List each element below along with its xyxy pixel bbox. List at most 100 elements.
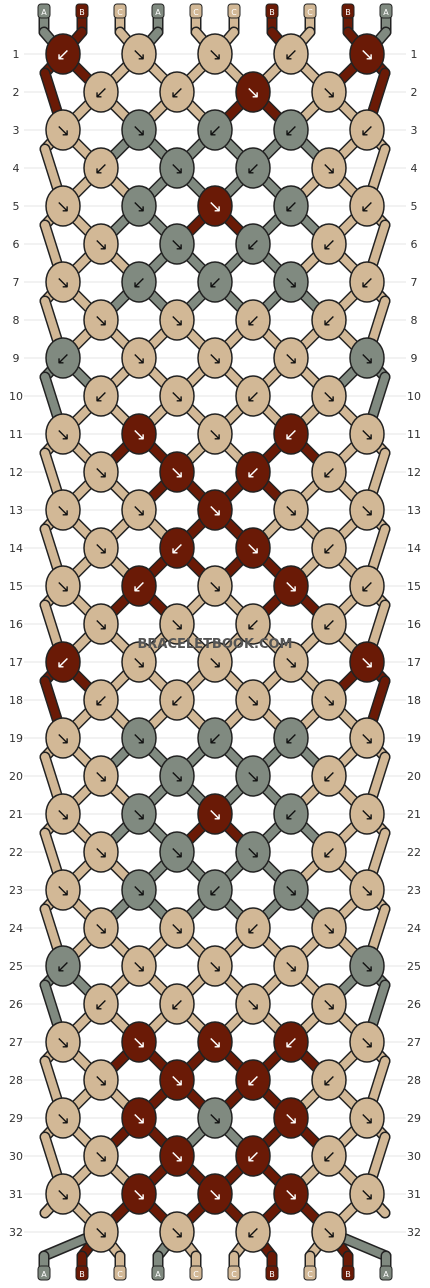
- row-number-right: 16: [407, 618, 421, 631]
- knot-direction-arrow: ↘: [246, 843, 260, 863]
- knot: [45, 565, 81, 607]
- knot-direction-arrow: ↘: [56, 501, 70, 521]
- knot: [273, 945, 309, 987]
- strand-top-label: C: [117, 8, 123, 17]
- knot: [121, 1021, 157, 1063]
- row-number-right: 6: [411, 238, 418, 251]
- knot: [45, 33, 81, 75]
- knot-direction-arrow: ↘: [132, 349, 146, 369]
- knot-direction-arrow: ↘: [56, 577, 70, 597]
- knot-layer: ↙↘↘↙↘↙↙↘↘↘↘↙↙↙↙↘↙↘↘↘↘↙↙↘↘↙↙↘↙↙↘↙↘↘↙↙↙↘↘↘…: [45, 33, 385, 1253]
- knot: [121, 869, 157, 911]
- knot-direction-arrow: ↘: [132, 1109, 146, 1129]
- knot: [235, 603, 271, 645]
- knot: [45, 261, 81, 303]
- knot: [273, 717, 309, 759]
- strand-bottom-label: C: [307, 1270, 313, 1279]
- knot-direction-arrow: ↘: [208, 957, 222, 977]
- knot-direction-arrow: ↘: [170, 1071, 184, 1091]
- row-number-left: 28: [9, 1074, 23, 1087]
- knot: [235, 679, 271, 721]
- knot-direction-arrow: ↘: [170, 919, 184, 939]
- knot-direction-arrow: ↘: [132, 197, 146, 217]
- knot-direction-arrow: ↙: [94, 691, 108, 711]
- row-number-right: 26: [407, 998, 421, 1011]
- knot-direction-arrow: ↙: [208, 729, 222, 749]
- knot: [83, 375, 119, 417]
- knot-direction-arrow: ↙: [56, 45, 70, 65]
- knot-direction-arrow: ↘: [132, 45, 146, 65]
- knot-direction-arrow: ↘: [322, 995, 336, 1015]
- row-number-left: 25: [9, 960, 23, 973]
- row-number-left: 10: [9, 390, 23, 403]
- knot-direction-arrow: ↘: [246, 83, 260, 103]
- knot: [45, 1173, 81, 1215]
- knot-direction-arrow: ↘: [132, 805, 146, 825]
- knot-direction-arrow: ↘: [170, 311, 184, 331]
- knot: [235, 1059, 271, 1101]
- strand-top-label: C: [193, 8, 199, 17]
- row-number-left: 14: [9, 542, 23, 555]
- knot-direction-arrow: ↙: [360, 197, 374, 217]
- knot-direction-arrow: ↘: [208, 577, 222, 597]
- knot: [83, 755, 119, 797]
- knot: [159, 603, 195, 645]
- knot: [83, 907, 119, 949]
- knot-direction-arrow: ↘: [284, 957, 298, 977]
- strand-top-label: A: [155, 8, 161, 17]
- knot-direction-arrow: ↘: [246, 539, 260, 559]
- knot-direction-arrow: ↘: [56, 197, 70, 217]
- row-number-left: 29: [9, 1112, 23, 1125]
- knot-direction-arrow: ↙: [246, 387, 260, 407]
- knot-direction-arrow: ↘: [322, 1223, 336, 1243]
- knot-direction-arrow: ↙: [322, 311, 336, 331]
- knot-direction-arrow: ↘: [208, 1033, 222, 1053]
- knot: [159, 983, 195, 1025]
- knot: [311, 603, 347, 645]
- knot: [197, 1097, 233, 1139]
- row-number-left: 24: [9, 922, 23, 935]
- knot-direction-arrow: ↘: [322, 387, 336, 407]
- knot-direction-arrow: ↘: [94, 1223, 108, 1243]
- knot-direction-arrow: ↘: [246, 767, 260, 787]
- knot: [83, 603, 119, 645]
- knot-direction-arrow: ↘: [94, 919, 108, 939]
- knot-direction-arrow: ↙: [322, 767, 336, 787]
- strand-bottom-label: C: [117, 1270, 123, 1279]
- strand-top-tag: [37, 3, 51, 19]
- knot: [197, 185, 233, 227]
- knot-direction-arrow: ↘: [284, 1185, 298, 1205]
- knot-direction-arrow: ↙: [246, 235, 260, 255]
- knot-direction-arrow: ↘: [56, 425, 70, 445]
- knot: [45, 109, 81, 151]
- knot: [349, 717, 385, 759]
- row-number-right: 31: [407, 1188, 421, 1201]
- knot: [45, 413, 81, 455]
- strand-top-tag: [113, 3, 127, 19]
- knot-direction-arrow: ↙: [170, 995, 184, 1015]
- knot-direction-arrow: ↘: [284, 653, 298, 673]
- strand-bottom-label: A: [41, 1270, 47, 1279]
- knot: [159, 907, 195, 949]
- knot: [273, 489, 309, 531]
- knot-direction-arrow: ↘: [246, 691, 260, 711]
- strand-bottom-tag: [113, 1265, 127, 1281]
- knot-direction-arrow: ↘: [170, 615, 184, 635]
- row-number-right: 15: [407, 580, 421, 593]
- knot-direction-arrow: ↘: [284, 881, 298, 901]
- knot: [311, 147, 347, 189]
- knot-direction-arrow: ↘: [360, 349, 374, 369]
- strand-bottom-label: C: [193, 1270, 199, 1279]
- knot-direction-arrow: ↘: [94, 843, 108, 863]
- knot: [45, 185, 81, 227]
- knot: [311, 71, 347, 113]
- knot: [273, 641, 309, 683]
- row-number-right: 22: [407, 846, 421, 859]
- row-number-left: 21: [9, 808, 23, 821]
- row-number-right: 3: [411, 124, 418, 137]
- knot-direction-arrow: ↙: [94, 159, 108, 179]
- knot: [159, 299, 195, 341]
- knot: [197, 261, 233, 303]
- strand-bottom-label: A: [155, 1270, 161, 1279]
